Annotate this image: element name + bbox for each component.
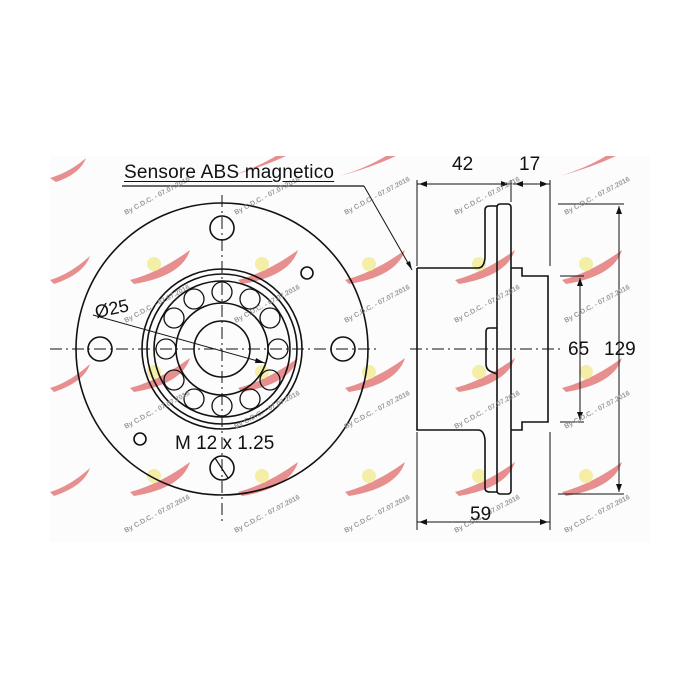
dimension-59-label: 59 [470,504,492,525]
flange-plate [496,203,512,495]
wing-logo-icon [340,156,396,176]
bolt-hole-bottom [209,455,235,481]
hub-outline [416,205,497,493]
dimension-65-label: 65 [568,339,590,360]
abs-sensor-leader [363,185,413,271]
small-hole-lower-left [133,432,147,446]
abs-sensor-label: Sensore ABS magnetico [124,162,335,183]
wing-logo-icon [560,156,616,176]
dimension-arrows [419,181,622,525]
rolling-elements [155,281,289,417]
diameter-leader [92,314,266,364]
dimension-17-label: 17 [519,154,541,175]
wing-logo-icon [562,250,622,284]
wing-logo-icon [130,250,190,284]
wing-logo-icon [50,158,86,182]
wing-logo-icon [345,358,405,392]
front-view [50,185,413,525]
wing-logo-icon [50,364,90,392]
thread-spec-label: M 12 x 1.25 [175,433,275,454]
wing-logo-icon [455,358,515,392]
dimension-42-label: 42 [452,154,474,175]
wing-logo-icon [130,462,190,496]
wing-logo-icon [50,256,90,284]
wing-logo-icon [230,156,286,176]
wing-logo-icon [238,462,298,496]
wing-logo-icon [562,462,622,496]
wing-logo-icon [455,462,515,496]
side-view [410,180,624,530]
wing-logo-icon [345,250,405,284]
wing-logo-icon [50,468,90,496]
small-hole-upper-right [300,266,314,280]
wing-logo-icon [345,462,405,496]
dimension-129-label: 129 [604,339,636,360]
wing-logo-icon [562,358,622,392]
